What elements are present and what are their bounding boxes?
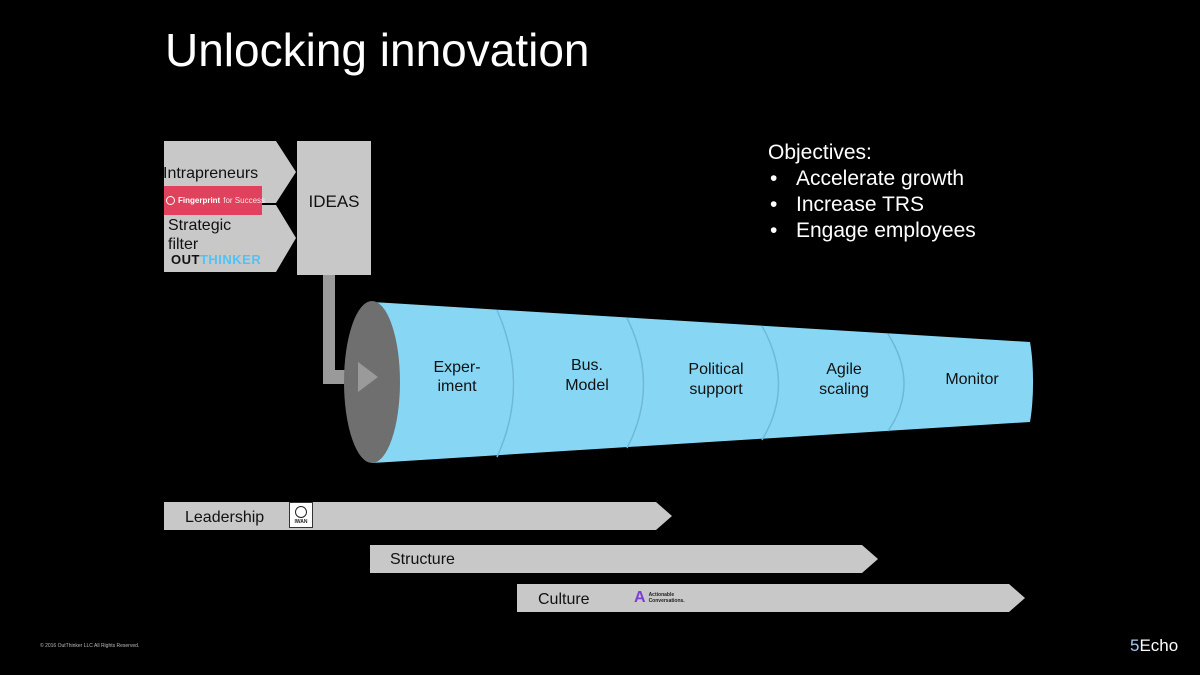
actionable-logo-text: Actionable Conversations. bbox=[648, 592, 685, 604]
structure-arrow bbox=[370, 545, 878, 573]
stage-divider bbox=[496, 309, 515, 458]
culture-arrow bbox=[517, 584, 1025, 612]
intrapreneurs-label: Intrapreneurs bbox=[163, 165, 258, 182]
stage-divider bbox=[887, 333, 905, 432]
ideas-flow-arrowhead bbox=[358, 362, 378, 392]
leadership-label: Leadership bbox=[185, 509, 264, 526]
objective-text: Increase TRS bbox=[796, 193, 924, 216]
objective-item: • Engage employees bbox=[768, 218, 976, 244]
stage-label-experiment-line2: iment bbox=[437, 378, 477, 395]
actionable-conversations-logo: A Actionable Conversations. bbox=[634, 590, 697, 606]
objective-item: • Accelerate growth bbox=[768, 166, 976, 192]
bullet-icon: • bbox=[770, 193, 778, 216]
copyright-notice: © 2016 OutThinker LLC All Rights Reserve… bbox=[40, 643, 140, 649]
ideas-box bbox=[297, 141, 371, 275]
slide-title: Unlocking innovation bbox=[165, 24, 590, 76]
strategic-filter-label-line2: filter bbox=[168, 236, 199, 253]
stage-label-business-model-line1: Bus. bbox=[571, 357, 603, 374]
objective-text: Accelerate growth bbox=[796, 167, 965, 190]
iwan-ring-icon bbox=[295, 506, 307, 518]
objectives-list: • Accelerate growth • Increase TRS • Engage… bbox=[768, 166, 976, 244]
fingerprint-logo-bold: Fingerprint bbox=[178, 196, 221, 205]
objective-item: • Increase TRS bbox=[768, 192, 976, 218]
stage-label-monitor: Monitor bbox=[945, 371, 999, 388]
funnel-body bbox=[372, 302, 1034, 463]
structure-label: Structure bbox=[390, 551, 455, 568]
brand-logo: 5Echo bbox=[1130, 636, 1178, 656]
objective-text: Engage employees bbox=[796, 219, 976, 242]
brand-prefix: 5 bbox=[1130, 636, 1140, 655]
stage-label-agile-scaling-line2: scaling bbox=[819, 381, 869, 398]
funnel-mouth bbox=[344, 301, 400, 463]
outthinker-logo: OUTTHINKER bbox=[171, 252, 261, 267]
brand-name: Echo bbox=[1139, 636, 1179, 655]
actionable-mark-icon: A bbox=[634, 589, 646, 606]
bullet-icon: • bbox=[770, 167, 778, 190]
objectives-block: Objectives: • Accelerate growth • Increase… bbox=[768, 140, 976, 244]
bullet-icon: • bbox=[770, 219, 778, 242]
stage-label-business-model-line2: Model bbox=[565, 377, 609, 394]
fingerprint-logo-light: for Success bbox=[223, 196, 266, 205]
stage-label-experiment-line1: Exper- bbox=[433, 359, 480, 376]
strategic-filter-chevron bbox=[164, 205, 296, 272]
outthinker-logo-part1: OUT bbox=[171, 252, 200, 267]
stage-label-agile-scaling-line1: Agile bbox=[826, 361, 862, 378]
strategic-filter-label-line1: Strategic bbox=[168, 217, 231, 234]
stage-divider bbox=[626, 317, 645, 449]
stage-divider bbox=[761, 325, 780, 441]
culture-label: Culture bbox=[538, 591, 590, 608]
fingerprint-for-success-logo: Fingerprint for Success bbox=[164, 186, 266, 215]
stage-label-political-support-line2: support bbox=[689, 381, 743, 398]
stage-label-political-support-line1: Political bbox=[688, 361, 743, 378]
ideas-label: IDEAS bbox=[308, 192, 359, 211]
outthinker-logo-part2: THINKER bbox=[199, 252, 262, 267]
iwan-logo-text: IWAN bbox=[294, 519, 308, 525]
fingerprint-icon bbox=[166, 196, 175, 205]
iwan-logo: IWAN bbox=[289, 502, 313, 528]
objectives-heading: Objectives: bbox=[768, 141, 872, 164]
